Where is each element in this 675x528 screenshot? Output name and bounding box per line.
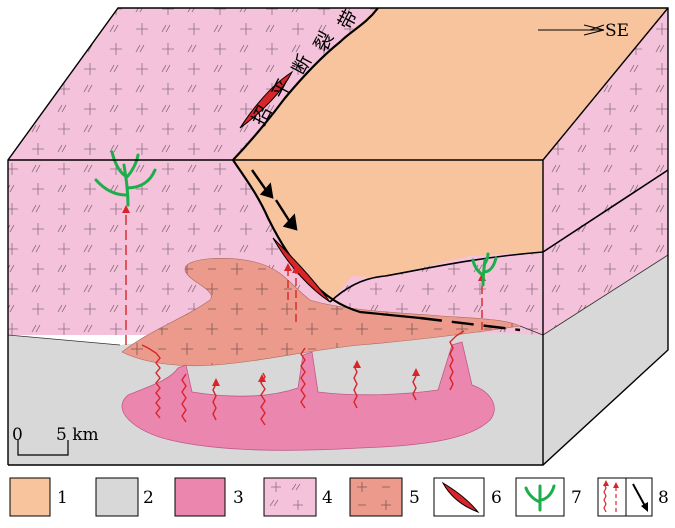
legend-swatch-2 xyxy=(95,477,139,517)
deep-intrusion xyxy=(121,341,495,451)
legend-label-4: 4 xyxy=(322,488,333,508)
legend-swatch-4 xyxy=(263,477,317,517)
legend-swatch-3 xyxy=(174,477,226,517)
legend-label-7: 7 xyxy=(571,488,582,508)
legend-label-6: 6 xyxy=(491,488,502,508)
ore-body-top xyxy=(239,70,294,129)
legend-label-1: 1 xyxy=(57,488,68,508)
legend: 1 2 3 4 5 6 xyxy=(9,477,669,517)
legend-label-8: 8 xyxy=(658,488,669,508)
hanging-wall-front xyxy=(233,160,543,302)
legend-label-5: 5 xyxy=(409,488,420,508)
fault-trace-dashed xyxy=(419,316,521,332)
right-face-basement xyxy=(543,255,668,465)
ore-body-fault xyxy=(272,237,331,303)
scale-bar xyxy=(17,440,69,456)
legend-swatch-1 xyxy=(9,477,51,517)
legend-label-3: 3 xyxy=(233,488,244,508)
anomaly-tree-right xyxy=(471,252,498,287)
fault-trace-front xyxy=(232,159,421,320)
anomaly-tree-left xyxy=(94,150,157,207)
hanging-wall-top xyxy=(233,8,668,160)
legend-swatch-5 xyxy=(349,477,403,517)
fault-trace-top xyxy=(232,7,379,161)
scale-end: 5 km xyxy=(56,425,99,445)
legend-label-2: 2 xyxy=(143,488,154,508)
fluid-pathways xyxy=(125,210,483,426)
legend-swatch-8 xyxy=(597,477,653,517)
direction-label: SE xyxy=(605,21,629,41)
direction-arrow-icon xyxy=(538,24,605,36)
fault-motion-arrows xyxy=(251,169,298,231)
fault-trace-side xyxy=(329,169,669,303)
block-outline xyxy=(7,7,669,466)
scale-start: 0 xyxy=(12,425,23,445)
